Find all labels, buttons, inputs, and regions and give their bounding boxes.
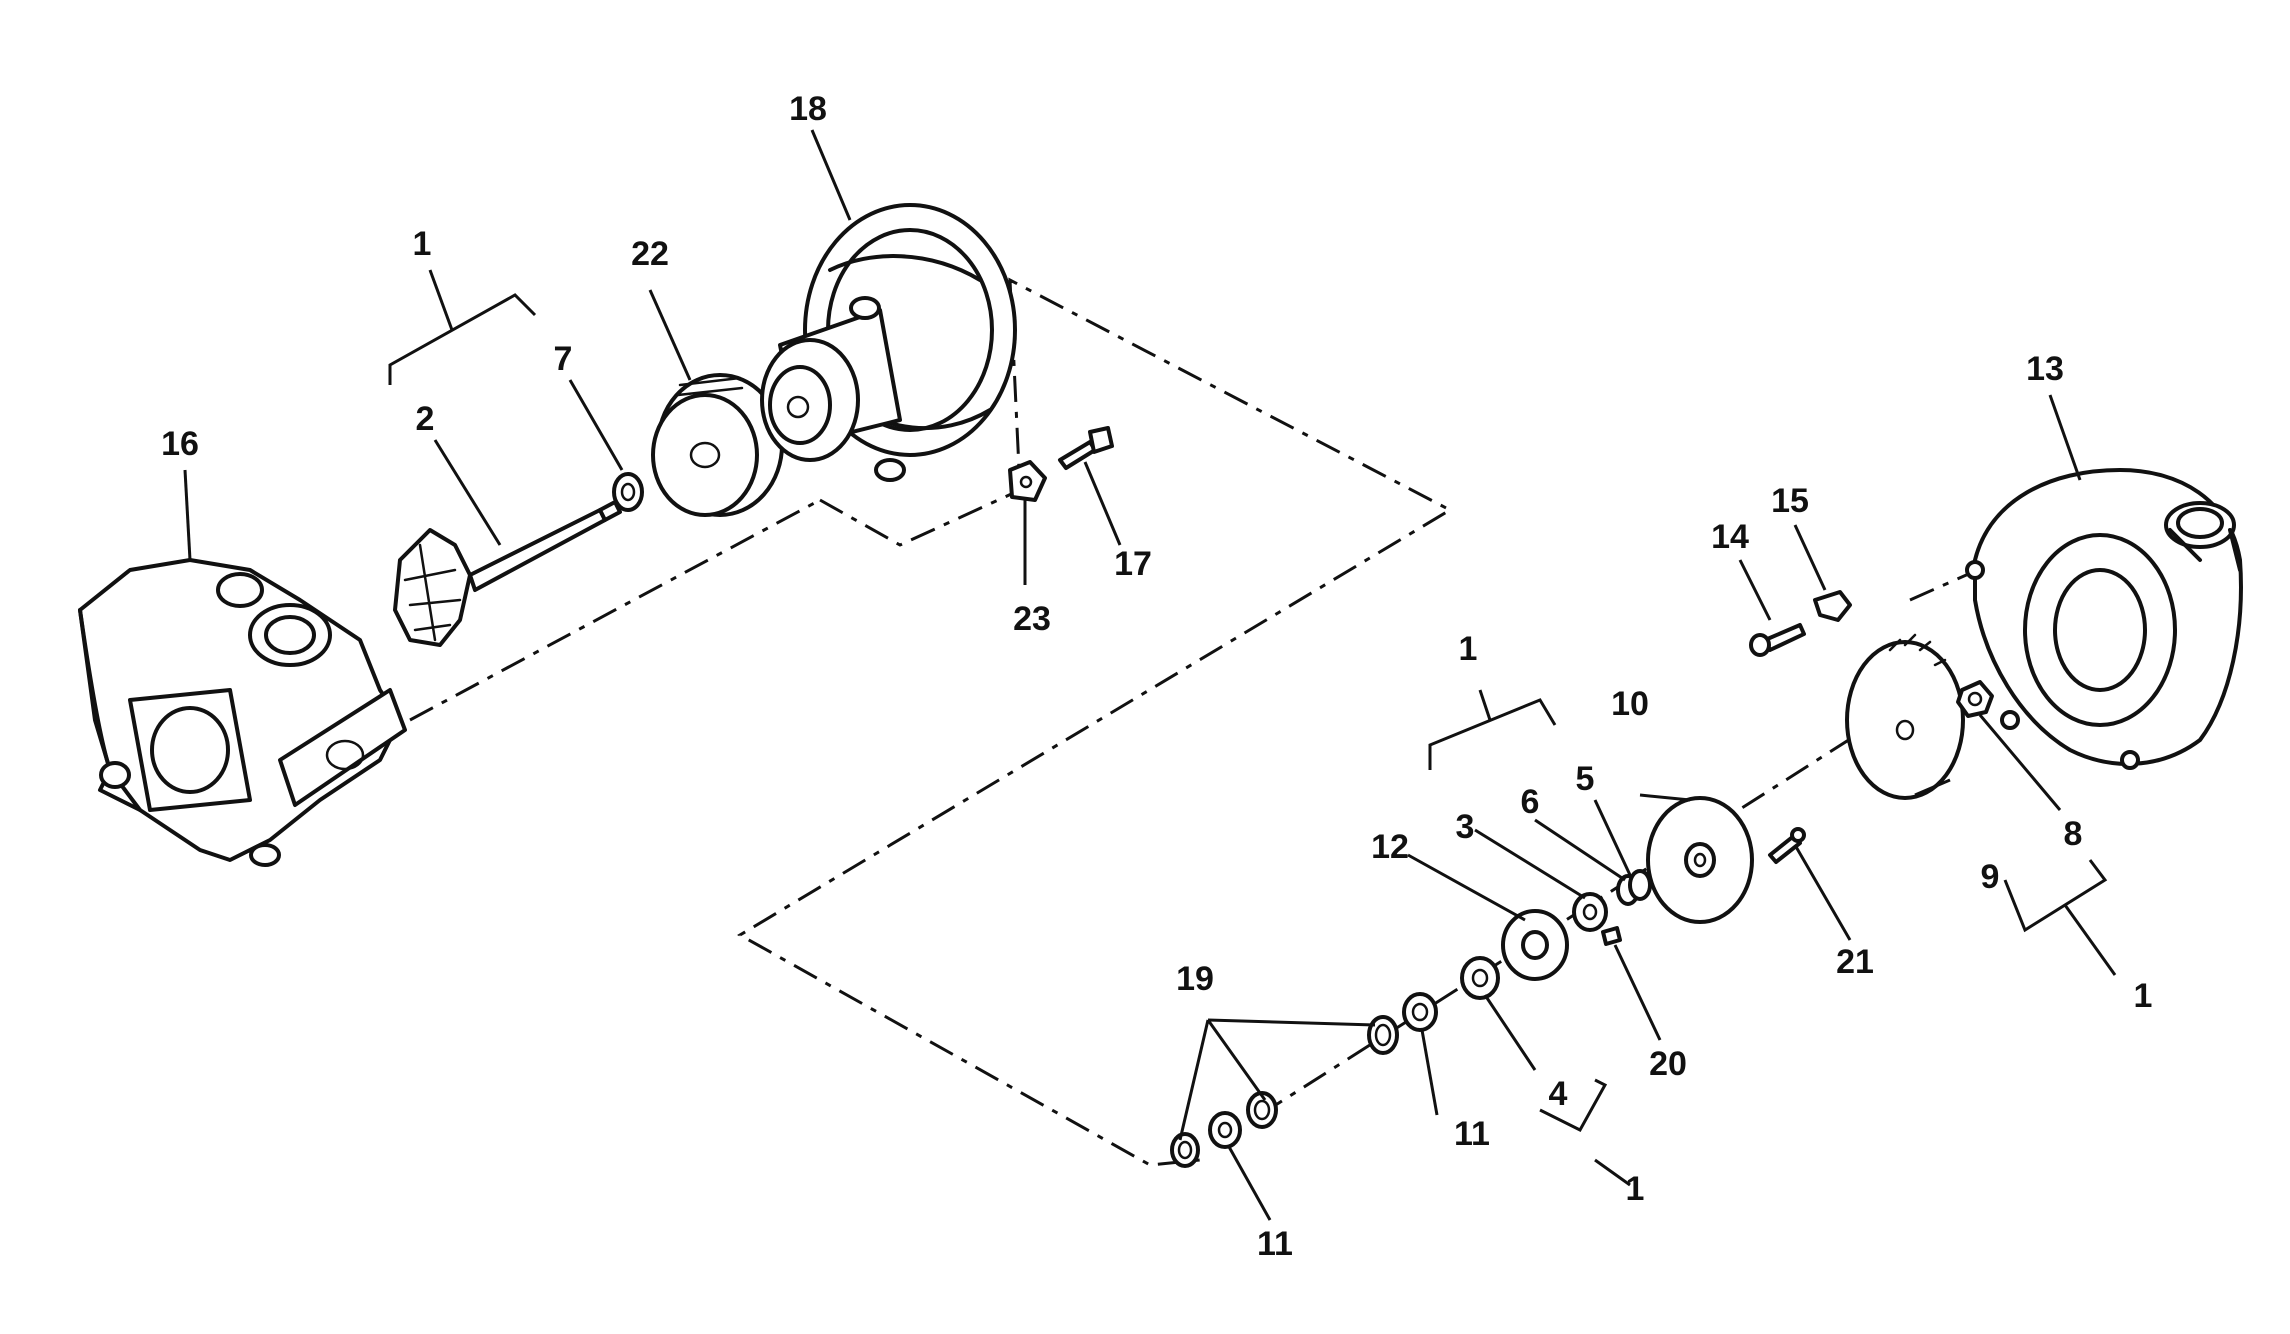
screw-14 [1749, 623, 1806, 657]
callout-14: 14 [1711, 518, 1749, 556]
bearing-11-upper [1402, 992, 1438, 1032]
callout-1-upper-assembly: 1 [413, 225, 432, 263]
callout-23: 23 [1013, 600, 1051, 638]
callout-5: 5 [1576, 760, 1595, 798]
bearing-11-lower [1208, 1111, 1242, 1149]
callout-9: 9 [1981, 858, 2000, 896]
thrust-collar-4 [1460, 956, 1500, 1000]
callout-12: 12 [1371, 828, 1409, 866]
bolt-17 [1058, 426, 1114, 470]
callout-3: 3 [1456, 808, 1475, 846]
callout-7: 7 [554, 340, 573, 378]
screw-21 [1768, 827, 1806, 864]
callout-20: 20 [1649, 1045, 1687, 1083]
washer-7 [612, 472, 644, 512]
callout-1-bottom-assembly: 1 [1626, 1170, 1645, 1208]
lock-plate-23 [1008, 460, 1047, 502]
callout-labels: 1 2 7 16 22 18 23 17 13 14 15 1 10 5 6 3… [161, 90, 2152, 1263]
seal-plate-22 [651, 373, 784, 517]
callout-15: 15 [1771, 482, 1809, 520]
callout-2: 2 [416, 400, 435, 438]
callout-17: 17 [1114, 545, 1152, 583]
turbine-wheel-shaft-2 [393, 500, 622, 647]
compressor-housing-13 [1965, 468, 2243, 770]
callout-1-right-assembly: 1 [2134, 977, 2153, 1015]
callout-13: 13 [2026, 350, 2064, 388]
leader-lines [183, 129, 2117, 1221]
center-housing-18 [760, 203, 1017, 482]
callout-10: 10 [1611, 685, 1649, 723]
thrust-plate-12 [1501, 909, 1569, 981]
callout-4: 4 [1549, 1075, 1568, 1113]
pin-20 [1601, 926, 1622, 946]
callout-22: 22 [631, 235, 669, 273]
callout-16: 16 [161, 425, 199, 463]
retaining-rings-19 [1170, 1015, 1399, 1168]
callout-11-upper: 11 [1454, 1115, 1490, 1153]
callout-11-lower: 11 [1257, 1225, 1293, 1263]
callout-21: 21 [1836, 943, 1874, 981]
nut-8 [1956, 680, 1994, 718]
spacer-3 [1572, 892, 1608, 932]
rings-5-6 [1616, 869, 1652, 906]
clamp-15 [1813, 590, 1852, 622]
callout-6: 6 [1521, 783, 1540, 821]
back-plate-10 [1646, 796, 1754, 924]
turbine-housing-16 [78, 558, 407, 867]
callout-1-mid-assembly: 1 [1459, 630, 1478, 668]
callout-8: 8 [2064, 815, 2083, 853]
callout-19: 19 [1176, 960, 1214, 998]
callout-18: 18 [789, 90, 827, 128]
compressor-wheel-9 [1845, 633, 1965, 800]
